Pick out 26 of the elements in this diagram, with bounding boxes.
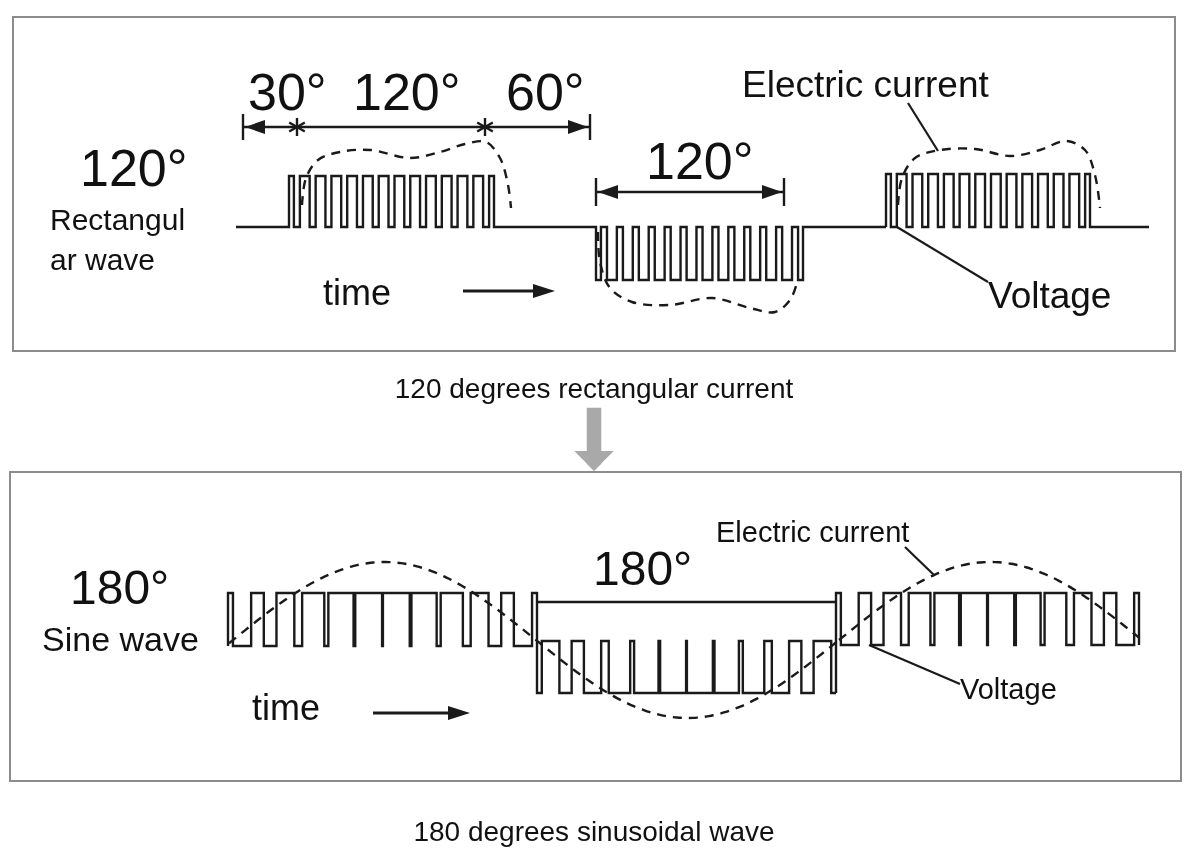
figure-caption: 180 degrees sinusoidal wave [413, 818, 775, 846]
angle-label: 120° [353, 66, 461, 118]
leader-line [904, 546, 935, 576]
time-label: time [252, 690, 320, 726]
current-curve [837, 560, 1141, 642]
angle-label: 30° [248, 66, 327, 118]
callout-label: Electric current [742, 66, 989, 103]
leader-line [868, 644, 961, 685]
voltage-waveform [884, 172, 1151, 229]
waveform-panel [9, 471, 1182, 782]
callout-label: Electric current [716, 518, 910, 547]
waveform-panel [12, 16, 1176, 352]
waveform-type-label: Rectangul ar wave [50, 202, 187, 278]
angle-label: 180° [593, 545, 693, 593]
waveform-type-label: Sine wave [42, 622, 199, 656]
angle-label: 120° [646, 135, 754, 187]
callout-label: Voltage [960, 675, 1057, 704]
time-label: time [323, 275, 391, 311]
callout-label: Voltage [988, 277, 1112, 314]
angle-label: 60° [506, 66, 585, 118]
angle-heading: 180° [70, 564, 170, 612]
flow-arrow [574, 407, 614, 471]
current-curve [896, 139, 1102, 210]
figure-caption: 120 degrees rectangular current [394, 371, 794, 408]
leader-line [896, 226, 989, 283]
angle-heading: 120° [80, 142, 188, 194]
